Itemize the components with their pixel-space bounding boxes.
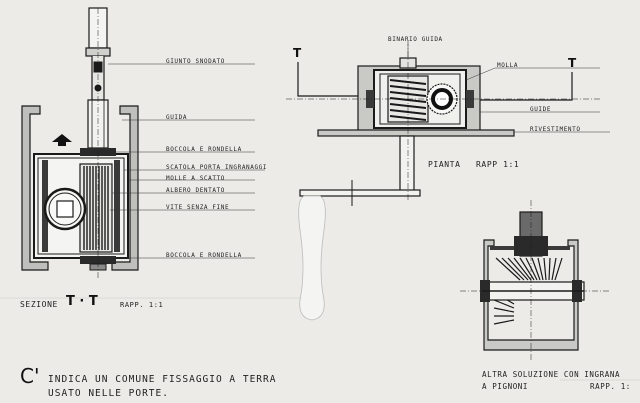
alt-caption-line-1: ALTRA SOLUZIONE CON INGRANA <box>482 370 621 379</box>
section-scale: RAPP. 1:1 <box>120 301 164 309</box>
section-title: SEZIONE <box>20 300 58 309</box>
section-mark-t-right: T <box>568 56 577 70</box>
caption-letter: C' <box>20 364 40 388</box>
caption-line-2: USATO NELLE PORTE. <box>48 388 169 399</box>
alt-caption-line-2: A PIGNONI <box>482 382 529 391</box>
label-vite: VITE SENZA FINE <box>166 204 230 211</box>
plan-view-drawing <box>286 40 600 321</box>
label-boccola-top: BOCCOLA E RONDELLA <box>166 146 242 153</box>
section-title-tt: T · T <box>66 294 98 309</box>
construction-lines <box>0 297 640 381</box>
label-scatola: SCATOLA PORTA INGRANAGGI <box>166 164 268 171</box>
label-guida: GUIDA <box>166 114 188 121</box>
section-tt-drawing <box>21 7 139 280</box>
label-molla: MOLLA <box>497 62 519 69</box>
plan-title: PIANTA <box>428 160 461 169</box>
label-guide: GUIDE <box>530 106 552 113</box>
label-boccola-bottom: BOCCOLA E RONDELLA <box>166 252 242 259</box>
pinion-solution-drawing <box>460 200 610 360</box>
section-mark-t-left: T <box>293 46 302 60</box>
plan-scale: RAPP 1:1 <box>476 160 520 169</box>
section-leader-lines <box>108 63 265 259</box>
plan-leader-lines <box>407 44 610 133</box>
label-giunto-snodato: GIUNTO SNODATO <box>166 58 225 65</box>
label-rivestimento: RIVESTIMENTO <box>530 126 581 133</box>
caption-line-1: INDICA UN COMUNE FISSAGGIO A TERRA <box>48 374 277 385</box>
label-albero: ALBERO DENTATO <box>166 187 225 194</box>
alt-caption-scale: RAPP. 1: <box>590 382 631 391</box>
label-molle: MOLLE A SCATTO <box>166 175 225 182</box>
label-binario-guida: BINARIO GUIDA <box>388 36 443 43</box>
